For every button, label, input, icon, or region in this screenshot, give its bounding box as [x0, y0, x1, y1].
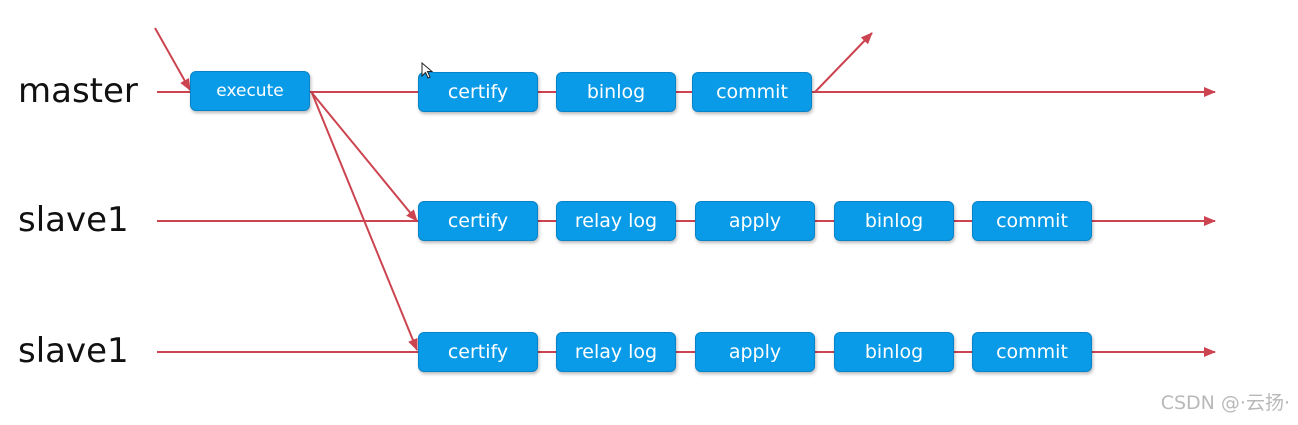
slave1-step-apply: apply: [695, 201, 815, 241]
row-label-slave1-second: slave1: [18, 331, 129, 371]
slave2-step-certify: certify: [418, 332, 538, 372]
master-step-certify: certify: [418, 72, 538, 112]
broadcast-arrow-slave1: [311, 92, 418, 222]
slave2-step-relay-log: relay log: [556, 332, 676, 372]
master-step-commit: commit: [692, 72, 812, 112]
slave2-step-binlog: binlog: [834, 332, 954, 372]
row-label-slave1: slave1: [18, 200, 129, 240]
watermark: CSDN @·云扬·: [1160, 392, 1290, 414]
master-step-binlog: binlog: [556, 72, 676, 112]
slave1-step-certify: certify: [418, 201, 538, 241]
slave1-step-relay-log: relay log: [556, 201, 676, 241]
broadcast-arrow-slave2: [311, 92, 418, 351]
slave2-step-commit: commit: [972, 332, 1092, 372]
slave2-step-apply: apply: [695, 332, 815, 372]
mouse-cursor-icon: [421, 62, 433, 79]
master-step-execute: execute: [190, 71, 310, 111]
slave1-step-commit: commit: [972, 201, 1092, 241]
slave1-step-binlog: binlog: [834, 201, 954, 241]
row-label-master: master: [18, 71, 138, 111]
client-return-arrow: [814, 32, 873, 93]
incoming-transaction-arrow: [154, 27, 191, 91]
